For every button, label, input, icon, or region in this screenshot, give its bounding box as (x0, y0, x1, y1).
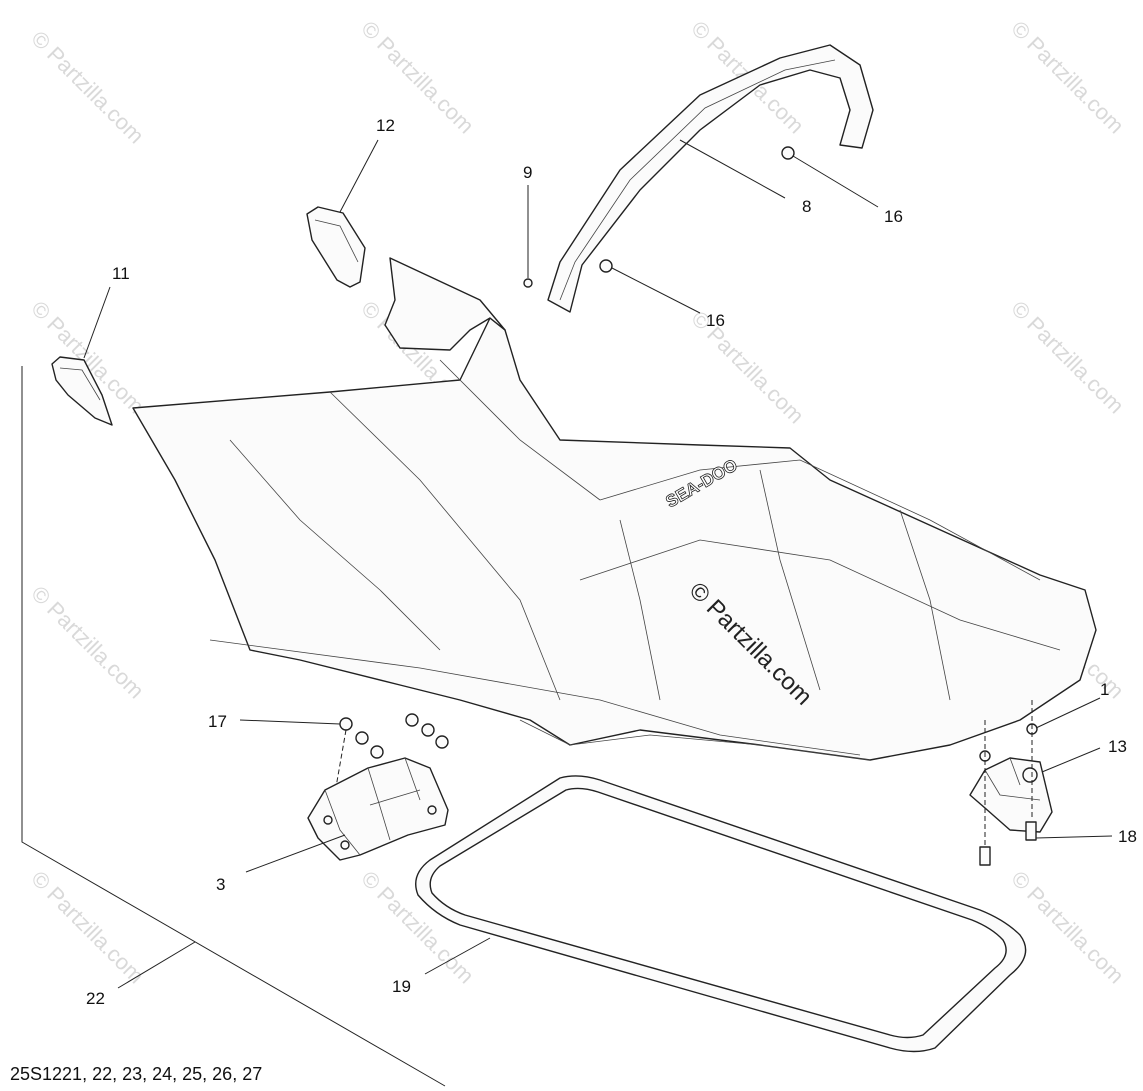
callout-16-upper: 16 (884, 207, 903, 226)
callout-12: 12 (376, 116, 395, 135)
grab-strap-body (547, 44, 874, 313)
seat-body (132, 317, 1097, 761)
watermark: © Partzilla.com (356, 16, 479, 139)
hinge-13 (969, 757, 1053, 833)
leader-line-11 (83, 286, 111, 359)
callout-8: 8 (802, 197, 811, 216)
seat-contour-line (209, 639, 861, 756)
callout-1: 1 (1100, 680, 1109, 699)
cover-12-detail (314, 219, 359, 263)
grab-strap (547, 44, 874, 313)
leader-line-17 (239, 719, 341, 725)
hinge-body (969, 757, 1053, 833)
callout-16-lower: 16 (706, 311, 725, 330)
callout-labels: 1 3 8 9 11 12 13 16 16 17 18 19 22 (86, 116, 1137, 1008)
watermark: © Partzilla.com (1006, 296, 1129, 419)
seat-contour-line (329, 391, 561, 701)
leader-line-16b (611, 267, 701, 314)
callout-19: 19 (392, 977, 411, 996)
leader-line-22 (117, 941, 196, 989)
cover-11 (51, 356, 113, 426)
leader-line-12 (339, 139, 379, 213)
washer-17 (370, 745, 384, 759)
hinge-pin (1022, 767, 1038, 783)
washer-17 (355, 731, 369, 745)
watermark: © Partzilla.com (26, 26, 149, 149)
grab-strap-edge (559, 59, 836, 301)
latch-bracket-3 (307, 757, 449, 861)
callout-3: 3 (216, 875, 225, 894)
seal-gasket-19 (415, 775, 1027, 1053)
watermark: © Partzilla.com (686, 306, 809, 429)
latch-bracket-detail (324, 757, 421, 856)
bolt-18 (979, 846, 991, 866)
latch-bracket-body (307, 757, 449, 861)
watermark: © Partzilla.com (26, 866, 149, 989)
callout-9: 9 (523, 163, 532, 182)
callout-13: 13 (1108, 737, 1127, 756)
leader-line-8 (679, 139, 786, 199)
bracket-hole (427, 805, 437, 815)
seat-contour-line (759, 469, 821, 691)
seal-gasket-inner (429, 787, 1007, 1039)
clip-16-lower (599, 259, 613, 273)
leader-line-18 (1035, 835, 1113, 839)
diagram-reference-footer: 25S1221, 22, 23, 24, 25, 26, 27 (10, 1064, 263, 1084)
washer-17 (405, 713, 419, 727)
callout-17: 17 (208, 712, 227, 731)
callout-22: 22 (86, 989, 105, 1008)
seat-contour-line (899, 509, 951, 701)
cover-12 (306, 206, 366, 288)
hinge-detail (984, 757, 1041, 801)
seat-contour-line (599, 459, 1041, 581)
seat-backrest (384, 257, 506, 351)
callout-11: 11 (112, 264, 130, 283)
nut-9 (523, 278, 533, 288)
leader-lines (83, 139, 1113, 989)
seat-contour-line (519, 719, 871, 761)
clip-16-upper (781, 146, 795, 160)
watermark: © Partzilla.com (26, 581, 149, 704)
leader-line-3 (245, 834, 346, 873)
callout-18: 18 (1118, 827, 1137, 846)
washer-group-17 (331, 713, 449, 811)
leader-line-1 (1035, 697, 1101, 729)
seat-contour-line (619, 519, 661, 701)
seat-assembly (132, 257, 1097, 761)
seat-contour-line (439, 359, 601, 501)
leader-line-13 (1041, 747, 1101, 773)
leader-line-16a (792, 155, 879, 208)
cover-11-detail (59, 367, 101, 401)
washer-17 (421, 723, 435, 737)
seat-contour-line (579, 539, 1061, 651)
assembly-bracket-line (21, 366, 446, 1087)
bracket-hole (340, 840, 350, 850)
watermark: © Partzilla.com (1006, 16, 1129, 139)
watermark: © Partzilla.com (1006, 866, 1129, 989)
seat-contour-line (229, 439, 441, 651)
washer-17 (435, 735, 449, 749)
bracket-hole (323, 815, 333, 825)
leader-line-19 (424, 937, 491, 975)
bolt-18 (1025, 821, 1037, 841)
washer-17 (339, 717, 353, 731)
